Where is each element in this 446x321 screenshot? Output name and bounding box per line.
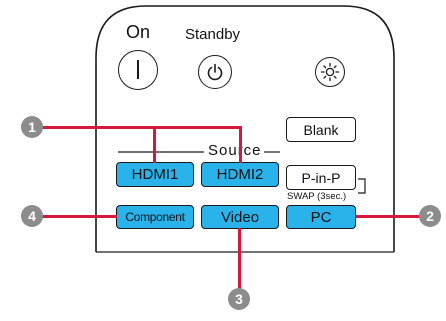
- power-icon: [207, 63, 223, 81]
- video-button[interactable]: Video: [201, 205, 279, 229]
- callout-4-line: [30, 215, 117, 218]
- power-bar-icon: [136, 60, 139, 79]
- pc-button[interactable]: PC: [286, 205, 356, 229]
- on-label: On: [126, 22, 151, 42]
- callout-1-line-horizontal: [26, 126, 242, 129]
- callout-3-line: [238, 228, 241, 292]
- callout-4-badge: 4: [21, 205, 43, 227]
- hdmi2-button[interactable]: HDMI2: [201, 162, 279, 187]
- swap-label: SWAP (3sec.): [287, 191, 347, 202]
- callout-3-badge: 3: [228, 288, 250, 310]
- pinp-button[interactable]: P-in-P: [286, 165, 356, 190]
- source-label: Source: [208, 142, 262, 159]
- hdmi1-button[interactable]: HDMI1: [116, 162, 194, 187]
- brightness-button[interactable]: [315, 57, 345, 87]
- standby-label: Standby: [185, 26, 241, 43]
- blank-button[interactable]: Blank: [286, 117, 356, 142]
- callout-1-line-to-hdmi1: [153, 126, 156, 163]
- callout-1-badge: 1: [21, 116, 43, 138]
- swap-bracket: [358, 178, 366, 194]
- on-button[interactable]: [118, 50, 158, 90]
- sun-icon: [320, 62, 340, 82]
- component-button[interactable]: Component: [116, 205, 194, 229]
- callout-2-line: [355, 215, 427, 218]
- callout-2-badge: 2: [419, 205, 441, 227]
- remote-outline: [95, 5, 395, 252]
- standby-button[interactable]: [198, 55, 232, 89]
- callout-1-line-to-hdmi2: [239, 126, 242, 163]
